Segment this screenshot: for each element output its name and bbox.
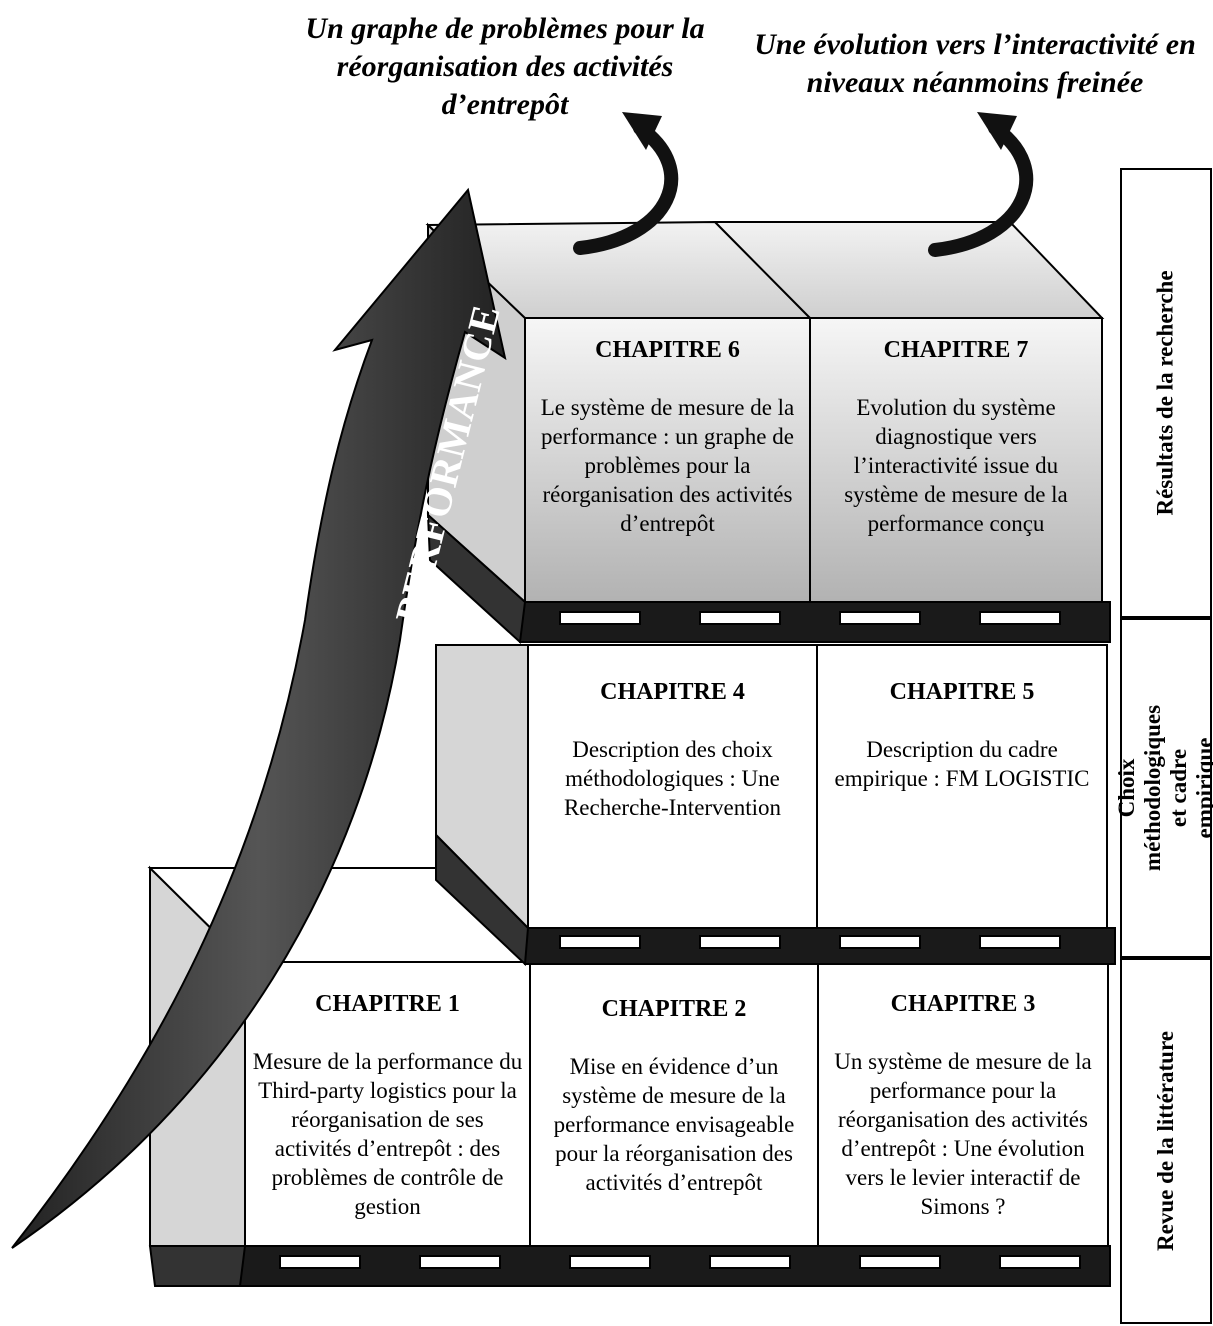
chapter-1-title: CHAPITRE 1 <box>315 991 460 1017</box>
section-results: Résultats de la recherche <box>1120 168 1212 618</box>
pallet-top <box>426 512 1111 645</box>
chapter-2-title: CHAPITRE 2 <box>601 996 747 1022</box>
chapter-3-title: CHAPITRE 3 <box>890 991 1036 1017</box>
chapter-4-text: Description des choix méthodologiques : … <box>563 737 782 820</box>
chapter-7-text: Evolution du système diagnostique vers l… <box>844 395 1068 536</box>
pallet-middle <box>435 832 1116 967</box>
chapter-2-text: Mise en évidence d’un système de mesure … <box>553 1054 795 1195</box>
performance-arrow <box>11 187 507 1249</box>
section-literature: Revue de la littérature <box>1120 958 1212 1324</box>
box-frame-1 <box>244 961 531 1247</box>
section-results-label: Résultats de la recherche <box>1153 270 1179 516</box>
annotation-left: Un graphe de problèmes pour la réorganis… <box>305 12 705 121</box>
section-methodology-label: Choix méthodologiques et cadre empirique <box>1114 704 1213 872</box>
chapter-6-text: Le système de mesure de la performance :… <box>540 395 795 536</box>
chapter-1: CHAPITRE 1 Mesure de la performance du T… <box>245 990 530 1221</box>
chapter-7-title: CHAPITRE 7 <box>883 337 1029 363</box>
chapter-6-title: CHAPITRE 6 <box>595 337 740 363</box>
box-frame-3 <box>817 961 1109 1247</box>
curved-arrow-left <box>573 112 679 255</box>
chapter-1-text: Mesure de la performance du Third-party … <box>252 1049 523 1219</box>
section-methodology: Choix méthodologiques et cadre empirique <box>1114 618 1213 958</box>
pallet-bottom <box>148 1245 1111 1287</box>
chapter-5-title: CHAPITRE 5 <box>889 679 1035 705</box>
chapter-5-text: Description du cadre empirique : FM LOGI… <box>834 737 1090 791</box>
chapter-7: CHAPITRE 7 Evolution du système diagnost… <box>810 336 1102 538</box>
box-frame-6 <box>524 317 811 603</box>
chapter-4: CHAPITRE 4 Description des choix méthodo… <box>528 678 817 822</box>
box-frame-2 <box>529 961 819 1247</box>
annotation-right: Une évolution vers l’interactivité en ni… <box>754 28 1196 99</box>
chapter-4-title: CHAPITRE 4 <box>600 679 745 705</box>
section-literature-label: Revue de la littérature <box>1153 1031 1178 1251</box>
chapter-2: CHAPITRE 2 Mise en évidence d’un système… <box>530 995 818 1197</box>
chapter-5: CHAPITRE 5 Description du cadre empiriqu… <box>817 678 1107 793</box>
box-frame-5 <box>816 644 1108 929</box>
chapter-3: CHAPITRE 3 Un système de mesure de la pe… <box>818 990 1108 1221</box>
curved-arrow-right <box>928 112 1034 257</box>
chapter-3-text: Un système de mesure de la performance p… <box>834 1049 1092 1219</box>
chapter-6: CHAPITRE 6 Le système de mesure de la pe… <box>525 336 810 538</box>
